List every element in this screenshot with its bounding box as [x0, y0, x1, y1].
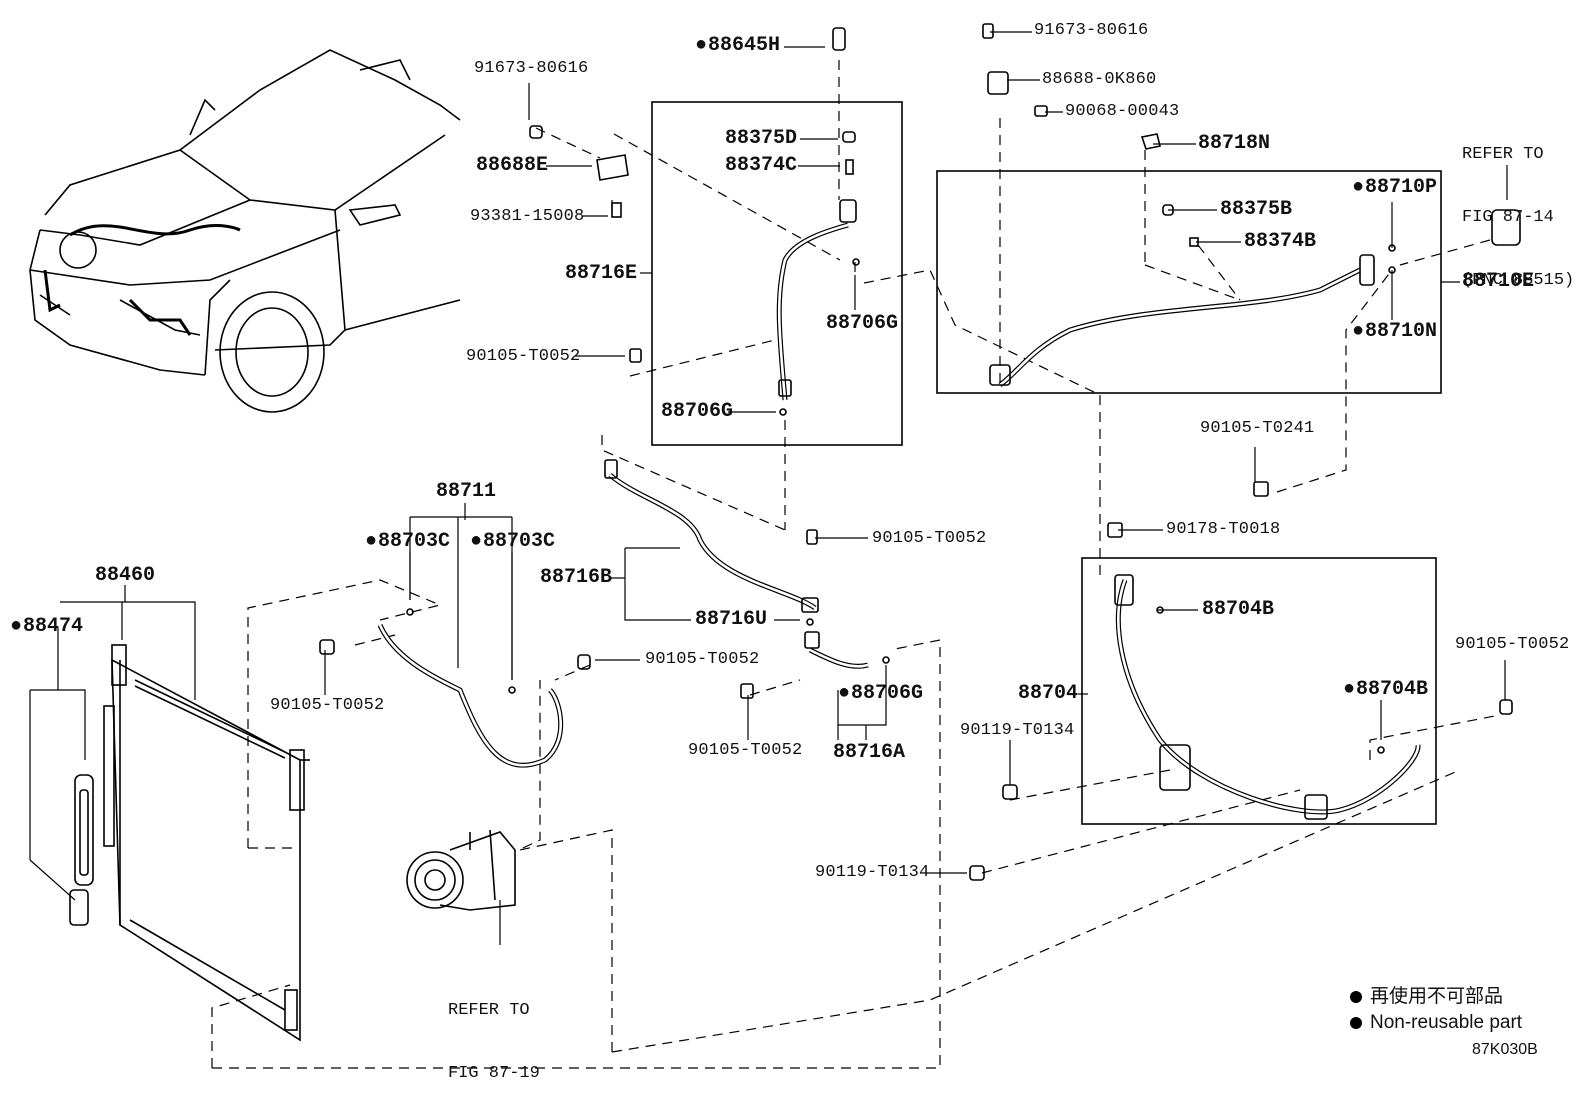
- label-90105-T0052-b: 90105-T0052: [872, 529, 987, 548]
- label-88710N: 88710N: [1352, 322, 1437, 342]
- label-90105-T0052-e: 90105-T0052: [688, 741, 803, 760]
- label-88374C: 88374C: [725, 154, 798, 177]
- label-88706G-upper: 88706G: [826, 312, 899, 335]
- figure-id: 87K030B: [1472, 1041, 1538, 1058]
- label-88706G-lower: 88706G: [661, 400, 734, 423]
- label-88704B-lower: 88704B: [1343, 680, 1428, 700]
- vehicle-illustration: [29, 49, 461, 413]
- label-88703C-left: 88703C: [365, 532, 450, 552]
- label-88474: 88474: [10, 617, 83, 637]
- label-88710E: 88710E: [1462, 270, 1535, 293]
- label-91673-80616-right: 91673-80616: [1034, 21, 1149, 40]
- label-88375B: 88375B: [1220, 198, 1293, 221]
- label-88718N: 88718N: [1198, 132, 1271, 155]
- label-90068-00043: 90068-00043: [1065, 102, 1180, 121]
- label-88703C-right: 88703C: [470, 532, 555, 552]
- label-90178-T0018: 90178-T0018: [1166, 520, 1281, 539]
- label-88704B-upper: 88704B: [1202, 598, 1275, 621]
- legend-row-japanese: 再使用不可部品: [1350, 984, 1522, 1010]
- legend-row-english: Non-reusable part: [1350, 1010, 1522, 1036]
- label-93381-15008: 93381-15008: [470, 207, 585, 226]
- refer-87-19-line1: REFER TO: [448, 1001, 530, 1020]
- label-90105-T0241: 90105-T0241: [1200, 419, 1315, 438]
- label-90119-T0134-upper: 90119-T0134: [960, 721, 1075, 740]
- label-88460: 88460: [95, 564, 156, 587]
- label-88375D: 88375D: [725, 127, 798, 150]
- label-88711: 88711: [436, 480, 497, 503]
- compressor-illustration: [406, 829, 516, 911]
- label-88374B: 88374B: [1244, 230, 1317, 253]
- label-88688E: 88688E: [476, 154, 549, 177]
- label-88706G-bottom: 88706G: [838, 684, 923, 704]
- label-88716U: 88716U: [695, 608, 768, 631]
- legend: 再使用不可部品 Non-reusable part: [1350, 984, 1522, 1036]
- condenser-assembly: [69, 644, 310, 1042]
- label-88716B: 88716B: [540, 566, 613, 589]
- refer-87-14-line1: REFER TO: [1462, 145, 1544, 164]
- label-88716A: 88716A: [833, 741, 906, 764]
- label-88688-0K860: 88688-0K860: [1042, 70, 1157, 89]
- label-88645H: 88645H: [695, 36, 780, 56]
- label-90105-T0052-d: 90105-T0052: [270, 696, 385, 715]
- label-88716E: 88716E: [565, 262, 638, 285]
- label-91673-80616-left: 91673-80616: [474, 59, 589, 78]
- label-90105-T0052-f: 90105-T0052: [1455, 635, 1570, 654]
- legend-english-text: Non-reusable part: [1370, 1012, 1523, 1033]
- refer-fig-87-14: REFER TO FIG 87-14 (PNC 88515): [1462, 102, 1574, 333]
- refer-87-14-line3: (PNC 88515): [1462, 271, 1575, 290]
- label-88710P: 88710P: [1352, 178, 1437, 198]
- refer-87-19-line2: FIG 87-19: [448, 1064, 540, 1083]
- label-90119-T0134-lower: 90119-T0134: [815, 863, 930, 882]
- label-90105-T0052-c: 90105-T0052: [645, 650, 760, 669]
- refer-fig-87-19: REFER TO FIG 87-19: [448, 958, 540, 1099]
- box-88710E: [936, 170, 1442, 394]
- box-88704: [1081, 557, 1437, 825]
- label-90105-T0052-a: 90105-T0052: [466, 347, 581, 366]
- label-88704: 88704: [1018, 682, 1079, 705]
- bullet-icon: [1350, 1017, 1362, 1029]
- bullet-icon: [1350, 991, 1362, 1003]
- refer-87-14-line2: FIG 87-14: [1462, 208, 1554, 227]
- legend-japanese-text: 再使用不可部品: [1370, 986, 1504, 1007]
